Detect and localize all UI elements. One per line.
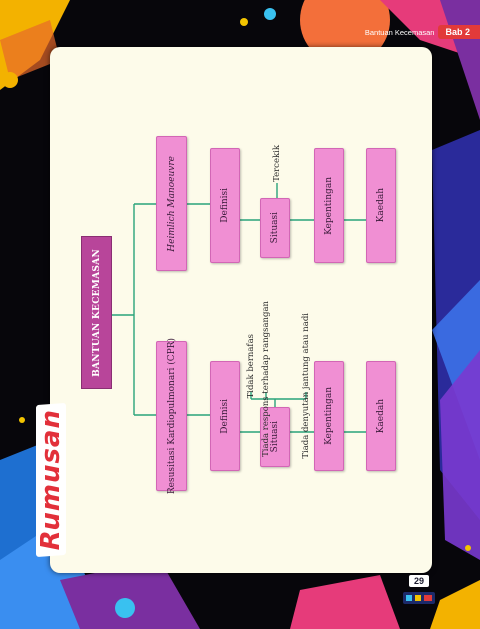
page-header: Bantuan Kecemasan Bab 2 bbox=[365, 24, 480, 40]
publisher-logo-icon bbox=[403, 592, 435, 604]
heimlich-definisi-node: Definisi bbox=[210, 148, 240, 263]
root-node: BANTUAN KECEMASAN bbox=[81, 236, 112, 389]
rumusan-label: Rumusan bbox=[30, 400, 72, 560]
cpr-title-node: Resusitasi Kardiopulmonari (CPR) bbox=[156, 337, 187, 495]
heimlich-kaedah-node: Kaedah bbox=[366, 148, 396, 263]
heimlich-situasi-node: Situasi bbox=[260, 198, 290, 258]
chapter-badge: Bab 2 bbox=[438, 25, 480, 39]
cpr-title: Resusitasi Kardiopulmonari (CPR) bbox=[166, 337, 177, 495]
cpr-situasi: Situasi bbox=[270, 421, 280, 453]
page-number: 29 bbox=[409, 575, 429, 587]
heimlich-title: Heimlich Manoeuvre bbox=[166, 155, 177, 252]
heimlich-kepentingan-node: Kepentingan bbox=[314, 148, 344, 263]
heimlich-kepentingan: Kepentingan bbox=[324, 176, 334, 235]
heimlich-definisi: Definisi bbox=[220, 188, 230, 223]
cpr-kaedah-node: Kaedah bbox=[366, 361, 396, 471]
diagram-card: BANTUAN KECEMASAN Heimlich Manoeuvre Def… bbox=[50, 47, 432, 573]
rumusan-text: Rumusan bbox=[36, 409, 66, 551]
heimlich-situasi: Situasi bbox=[270, 212, 280, 244]
cpr-definisi-node: Definisi bbox=[210, 361, 240, 471]
cpr-situasi-item: Tidak bernafas bbox=[246, 334, 256, 399]
cpr-situasi-item: Tiada denyutan jantung atau nadi bbox=[301, 313, 311, 459]
header-title: Bantuan Kecemasan bbox=[364, 27, 435, 37]
heimlich-kaedah: Kaedah bbox=[376, 188, 386, 223]
cpr-kaedah: Kaedah bbox=[376, 398, 386, 434]
heimlich-situasi-item: Tercekik bbox=[272, 145, 282, 182]
root-label: BANTUAN KECEMASAN bbox=[91, 248, 102, 377]
diagram-connectors bbox=[112, 183, 366, 433]
cpr-kepentingan-node: Kepentingan bbox=[314, 361, 344, 471]
cpr-kepentingan: Kepentingan bbox=[324, 387, 334, 445]
cpr-situasi-node: Situasi bbox=[260, 407, 290, 467]
heimlich-title-node: Heimlich Manoeuvre bbox=[156, 136, 187, 271]
cpr-situasi-item: Tiada respons terhadap rangsangan bbox=[261, 301, 271, 457]
cpr-definisi: Definisi bbox=[220, 398, 230, 434]
